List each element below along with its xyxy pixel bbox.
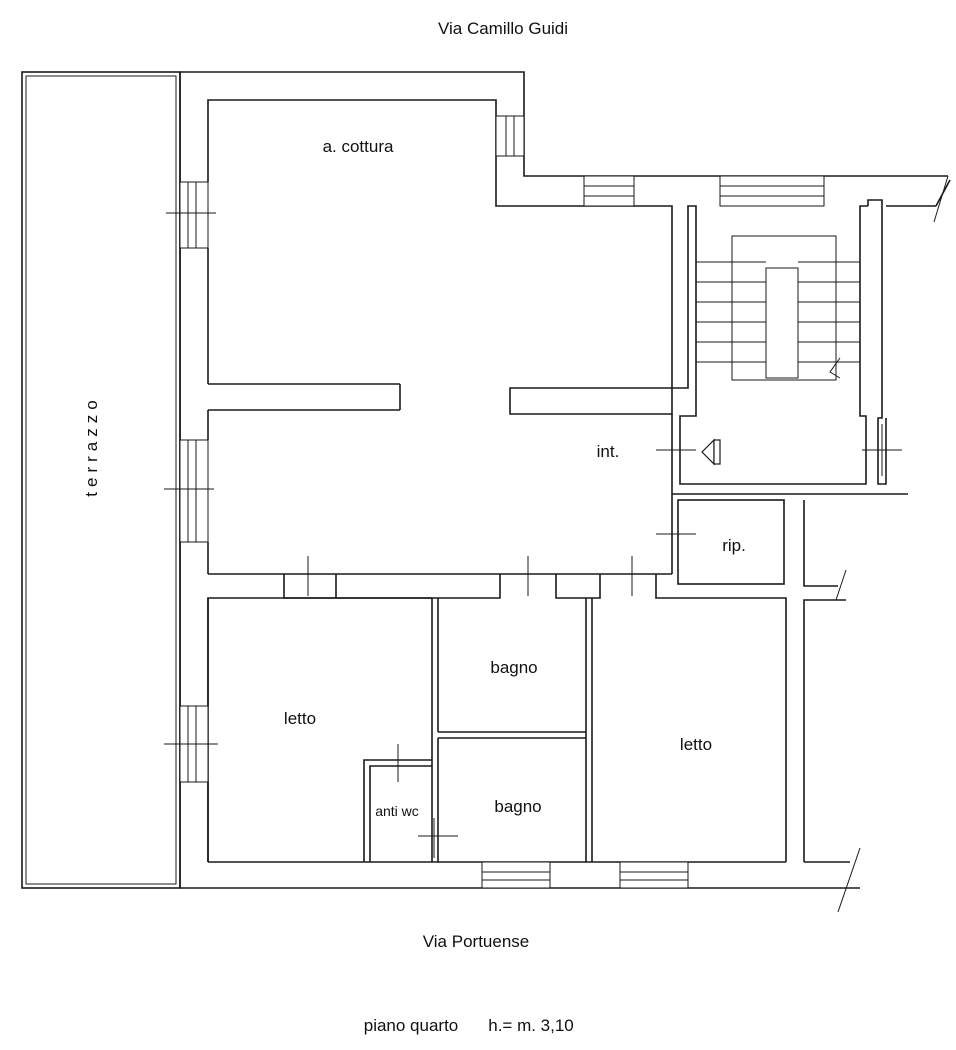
terrace <box>21 71 181 889</box>
window-bottom-left <box>481 861 551 889</box>
height-label: h.= m. 3,10 <box>488 1016 574 1035</box>
room-label-terrace: terrazzo <box>82 395 101 496</box>
room-label-bath-bottom: bagno <box>494 797 541 816</box>
window-left-bottom <box>164 705 218 783</box>
entrance-arrow-icon <box>701 438 721 466</box>
exterior-walls <box>179 71 948 889</box>
room-label-bedroom-left: letto <box>284 709 316 728</box>
room-label-storage: rip. <box>722 536 746 555</box>
room-label-bath-top: bagno <box>490 658 537 677</box>
interior-walls <box>283 449 787 862</box>
street-south-label: Via Portuense <box>423 932 529 951</box>
window-top-stair <box>719 175 825 207</box>
window-left-top <box>166 181 216 249</box>
window-left-middle <box>164 439 214 543</box>
window-top-kitchen <box>495 115 525 157</box>
room-label-bedroom-right: letto <box>680 735 712 754</box>
staircase <box>672 175 951 485</box>
storage-room <box>672 493 908 585</box>
window-top-center <box>583 175 635 207</box>
room-label-entrance: int. <box>597 442 620 461</box>
floor-label: piano quarto <box>364 1016 459 1035</box>
window-bottom-right <box>619 861 689 889</box>
street-north-label: Via Camillo Guidi <box>438 19 568 38</box>
room-label-kitchen: a. cottura <box>323 137 394 156</box>
adjoining-walls <box>803 500 861 913</box>
room-label-antiwc: anti wc <box>375 803 419 819</box>
